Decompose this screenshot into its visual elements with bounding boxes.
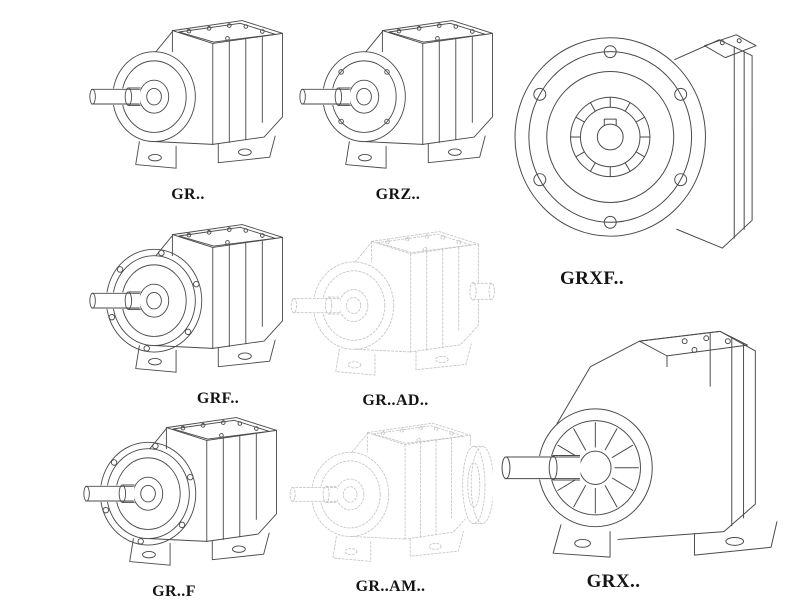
product-figure-grx: GRX.. <box>492 296 787 593</box>
product-figure-grxf: GRXF.. <box>496 10 784 290</box>
product-figure-gram: GR..AM.. <box>288 412 493 596</box>
product-label-grz: GRZ.. <box>375 186 421 203</box>
product-label-grf: GRF.. <box>196 390 240 407</box>
product-label-gr: GR.. <box>171 186 205 203</box>
product-figure-grad: GR..AD.. <box>288 220 503 410</box>
product-label-grff: GR..F <box>152 583 196 600</box>
product-label-grad: GR..AD.. <box>362 392 429 409</box>
product-label-grx: GRX.. <box>586 571 641 592</box>
product-label-gram: GR..AM.. <box>355 578 426 595</box>
flange-mounted-helical-gearbox-icon <box>82 405 282 575</box>
flange-mounted-gearbox-front-view-icon <box>514 34 757 249</box>
product-label-grxf: GRXF.. <box>560 268 624 289</box>
flange-mounted-helical-gearbox-icon <box>88 212 288 382</box>
product-figure-grff: GR..F <box>82 405 282 600</box>
gearbox-with-motor-adapter-flange-icon <box>288 412 493 570</box>
product-figure-grz: GRZ.. <box>298 8 498 204</box>
gearbox-with-input-adapter-icon <box>288 220 503 384</box>
product-figure-grf: GRF.. <box>88 212 288 408</box>
large-foot-mounted-gearbox-icon <box>501 330 778 558</box>
foot-mounted-gearbox-bolted-front-icon <box>298 8 498 178</box>
foot-mounted-helical-gearbox-icon <box>88 8 288 178</box>
product-figure-gr: GR.. <box>88 8 288 204</box>
